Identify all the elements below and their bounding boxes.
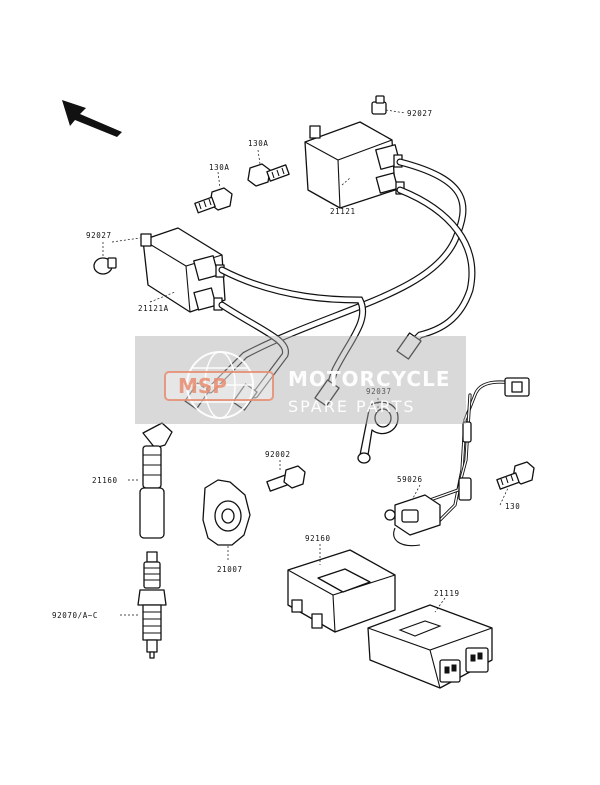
label-130a-left: 130A [209, 163, 229, 172]
ignition-coil-21121a[interactable] [140, 227, 226, 313]
watermark-line2: SPARE PARTS [288, 397, 416, 416]
label-92027-top: 92027 [407, 109, 433, 118]
label-92002: 92002 [265, 450, 291, 459]
module-92160[interactable] [287, 549, 396, 633]
label-92070: 92070/A~C [52, 611, 98, 620]
label-92037: 92037 [366, 387, 392, 396]
label-21119: 21119 [434, 589, 460, 598]
bolt-130a-left[interactable] [194, 187, 233, 214]
label-21121a: 21121A [138, 304, 169, 313]
spark-plug-92070[interactable] [137, 551, 167, 659]
label-130: 130 [505, 502, 520, 511]
arrow-up-left-icon [62, 100, 122, 137]
label-21160: 21160 [92, 476, 118, 485]
label-92027-left: 92027 [86, 231, 112, 240]
collar-92027-top[interactable] [371, 95, 387, 115]
label-21121: 21121 [330, 207, 356, 216]
label-59026: 59026 [397, 475, 423, 484]
leader-lines [102, 109, 509, 616]
bolt-130a-top[interactable] [247, 163, 290, 187]
bolt-92002[interactable] [266, 465, 306, 492]
watermark: MSP MOTORCYCLE SPARE PARTS [135, 336, 466, 424]
label-92160: 92160 [305, 534, 331, 543]
collar-92027-left[interactable] [93, 257, 117, 275]
bolt-130[interactable] [496, 461, 535, 490]
spark-plug-cap-21160[interactable] [139, 422, 173, 539]
watermark-logo-text: MSP [178, 374, 227, 398]
globe-logo-icon [164, 351, 274, 419]
label-21007: 21007 [217, 565, 243, 574]
pickup-coil-59026[interactable] [384, 377, 530, 547]
clamp-92037[interactable] [357, 401, 399, 464]
label-130a-top: 130A [248, 139, 268, 148]
ignition-cables[interactable] [184, 158, 476, 411]
pulser-rotor-21007[interactable] [202, 479, 251, 546]
watermark-line1: MOTORCYCLE [288, 367, 450, 391]
igniter-21119[interactable] [367, 604, 493, 689]
ignition-coil-21121[interactable] [304, 121, 405, 209]
